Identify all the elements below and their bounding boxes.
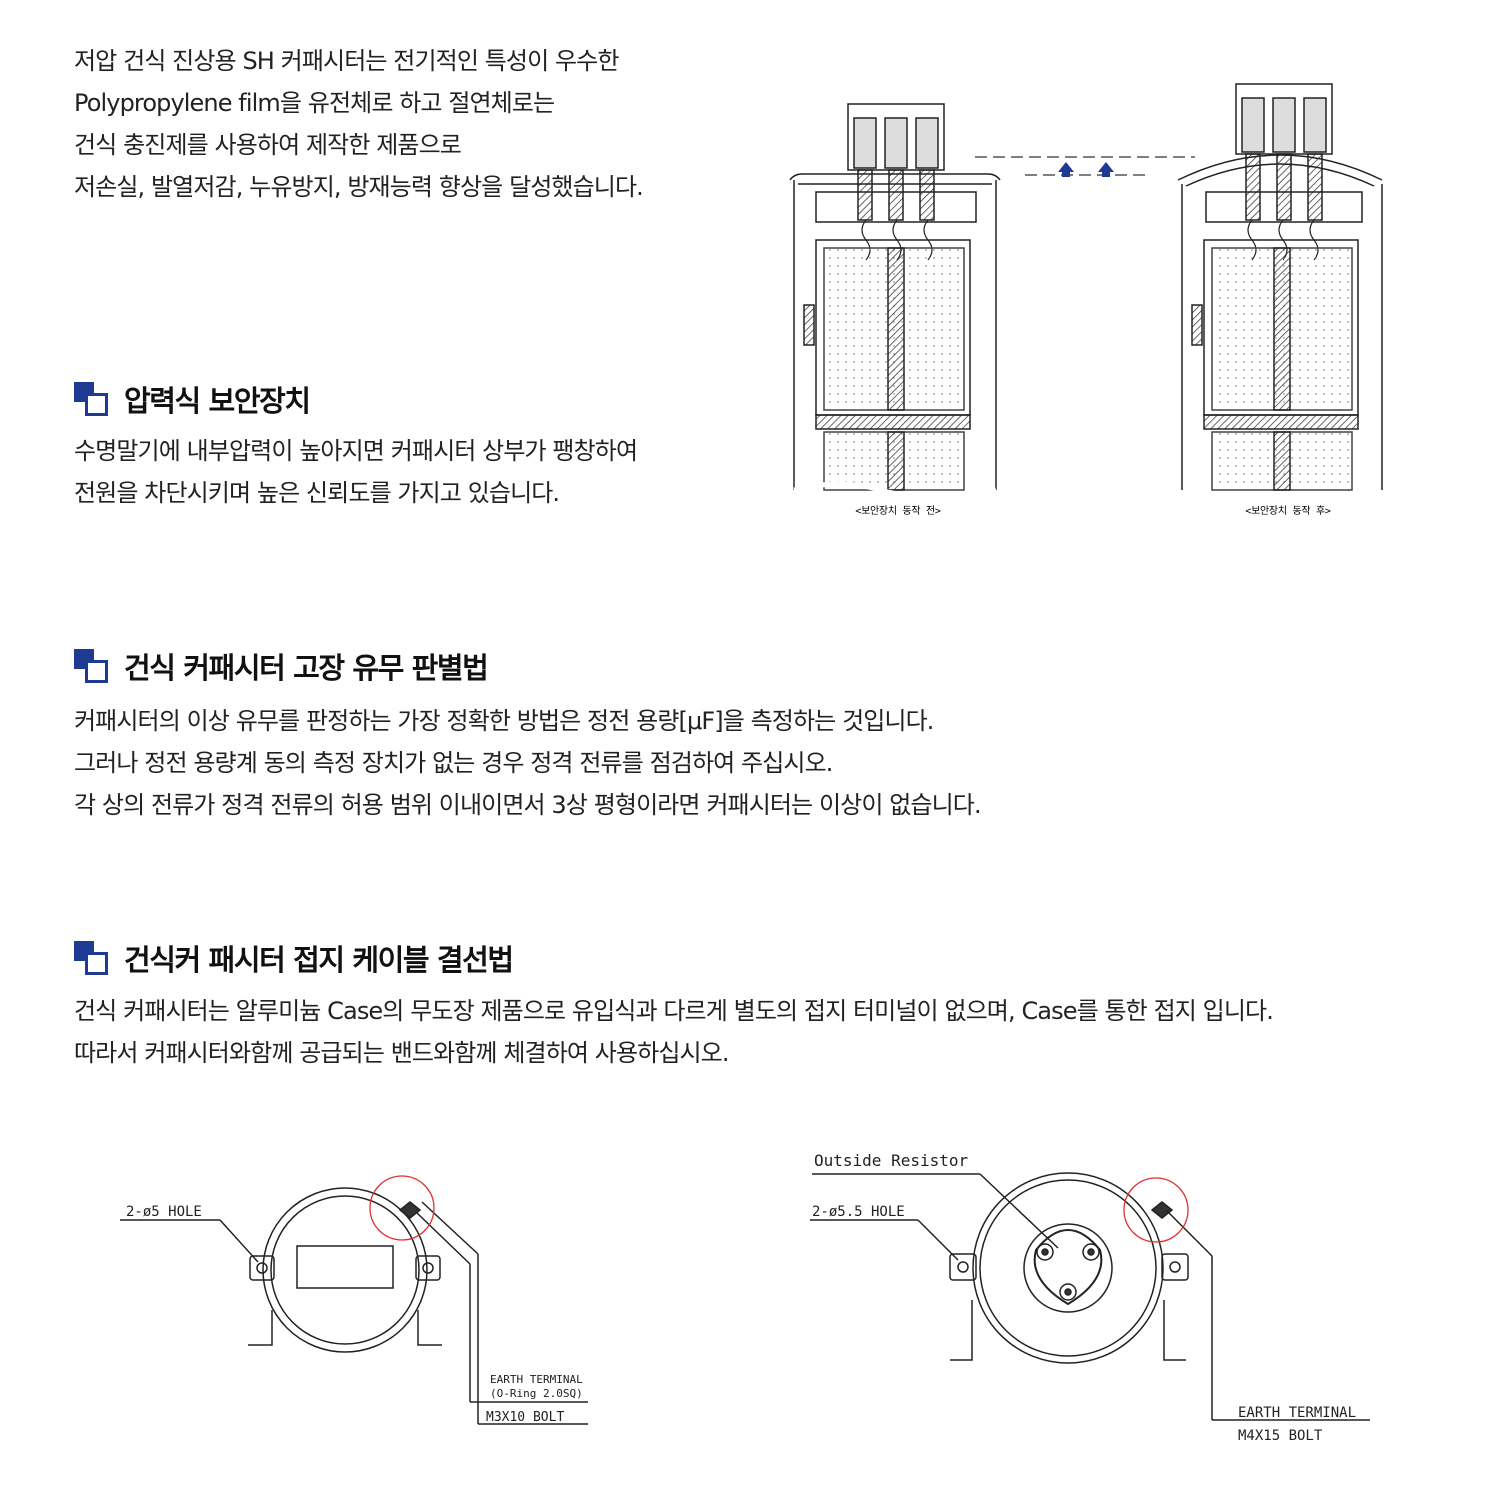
section-line: 수명말기에 내부압력이 높아지면 커패시터 상부가 팽창하여	[74, 437, 638, 465]
label-left-terminal: EARTH TERMINAL	[490, 1373, 583, 1386]
arrow-up-icon	[1098, 162, 1114, 177]
section-line: 커패시터의 이상 유무를 판정하는 가장 정확한 방법은 정전 용량[μF]을 …	[74, 707, 934, 735]
label-left-ring: (O-Ring 2.0SQ)	[490, 1387, 583, 1400]
caption-after: <보안장치 동작 후>	[1245, 505, 1330, 517]
section-heading-fault-check: 건식 커패시터 고장 유무 판별법	[74, 645, 489, 687]
label-left-hole: 2-ø5 HOLE	[126, 1204, 202, 1220]
safety-device-diagram: <보안장치 동작 전> <보안장치 동작 후>	[789, 83, 1383, 517]
section-heading-pressure-safety: 압력식 보안장치	[74, 378, 311, 420]
section-heading-grounding: 건식커 패시터 접지 케이블 결선법	[74, 937, 514, 979]
label-right-bolt: M4X15 BOLT	[1238, 1428, 1323, 1444]
section-bullet-icon	[74, 649, 108, 683]
label-right-resistor: Outside Resistor	[814, 1151, 968, 1170]
capacitor-after	[1177, 83, 1383, 491]
section-title: 건식 커패시터 고장 유무 판별법	[124, 651, 489, 685]
capacitor-before	[789, 103, 1001, 499]
section-bullet-icon	[74, 941, 108, 975]
label-left-bolt: M3X10 BOLT	[486, 1410, 564, 1425]
section-body-fault-check: 커패시터의 이상 유무를 판정하는 가장 정확한 방법은 정전 용량[μF]을 …	[74, 700, 1374, 826]
section-body-pressure-safety: 수명말기에 내부압력이 높아지면 커패시터 상부가 팽창하여 전원을 차단시키며…	[74, 430, 754, 514]
highlight-circle	[1123, 1177, 1189, 1243]
label-right-hole: 2-ø5.5 HOLE	[812, 1204, 905, 1220]
section-line: 따라서 커패시터와함께 공급되는 밴드와함께 체결하여 사용하십시오.	[74, 1039, 729, 1067]
section-title: 건식커 패시터 접지 케이블 결선법	[124, 943, 514, 977]
expansion-arrows	[975, 156, 1195, 177]
intro-line: Polypropylene film을 유전체로 하고 절연체로는	[74, 89, 555, 117]
section-line: 그러나 정전 용량계 동의 측정 장치가 없는 경우 정격 전류를 점검하여 주…	[74, 749, 833, 777]
section-line: 각 상의 전류가 정격 전류의 허용 범위 이내이면서 3상 평형이라면 커패시…	[74, 791, 982, 819]
section-title: 압력식 보안장치	[124, 384, 311, 418]
caption-before: <보안장치 동작 전>	[855, 505, 940, 517]
label-right-terminal: EARTH TERMINAL	[1238, 1405, 1356, 1421]
section-line: 전원을 차단시키며 높은 신뢰도를 가지고 있습니다.	[74, 479, 560, 507]
highlight-circle	[369, 1175, 435, 1241]
grounding-diagram-left: 2-ø5 HOLE EARTH TERMINAL (O-Ring 2.0SQ) …	[120, 1175, 588, 1425]
section-line: 건식 커패시터는 알루미늄 Case의 무도장 제품으로 유입식과 다르게 별도…	[74, 997, 1274, 1025]
section-body-grounding: 건식 커패시터는 알루미늄 Case의 무도장 제품으로 유입식과 다르게 별도…	[74, 990, 1474, 1074]
grounding-diagram-right: Outside Resistor 2-ø5.5 HOLE EARTH TERMI…	[810, 1151, 1370, 1444]
section-bullet-icon	[74, 382, 108, 416]
intro-line: 건식 충진제를 사용하여 제작한 제품으로	[74, 131, 462, 159]
arrow-up-icon	[1058, 162, 1074, 177]
intro-line: 저압 건식 진상용 SH 커패시터는 전기적인 특성이 우수한	[74, 47, 619, 75]
intro-line: 저손실, 발열저감, 누유방지, 방재능력 향상을 달성했습니다.	[74, 173, 644, 201]
intro-paragraph: 저압 건식 진상용 SH 커패시터는 전기적인 특성이 우수한 Polyprop…	[74, 40, 754, 208]
